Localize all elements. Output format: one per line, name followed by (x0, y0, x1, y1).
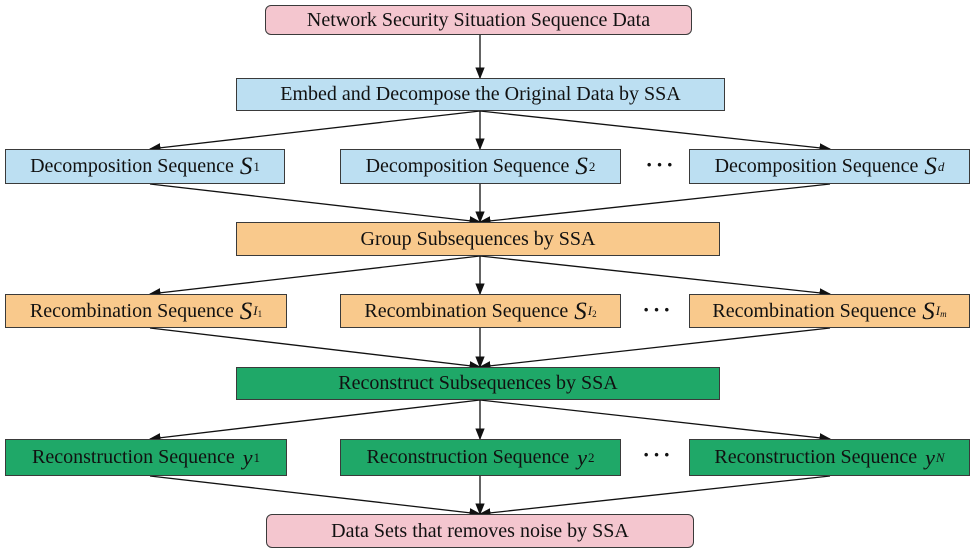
recombination-symbol: S (574, 297, 587, 325)
arrow-recon-1-to-bottom (149, 475, 482, 518)
reconstruction-symbol: y (242, 444, 253, 470)
reconstruction-subscript: 1 (253, 449, 260, 465)
decomposition-subscript: 1 (253, 158, 260, 174)
arrow-embed-to-decomp-1 (148, 110, 481, 153)
denoised-data-box: Data Sets that removes noise by SSA (266, 514, 694, 548)
reconstruction-label: Reconstruction Sequence (366, 446, 570, 468)
reconstruction-subscript: N (935, 449, 945, 465)
reconstruct-subsequences-label: Reconstruct Subsequences by SSA (338, 372, 618, 394)
recombination-ellipsis: ··· (642, 297, 674, 322)
arrow-decomp-1-to-group (149, 183, 482, 226)
arrow-group-to-recomb-m (479, 255, 832, 298)
denoised-data-label: Data Sets that removes noise by SSA (331, 519, 629, 542)
reconstruction-subscript: 2 (587, 449, 595, 465)
group-subsequences-box: Group Subsequences by SSA (236, 222, 720, 256)
recombination-label: Recombination Sequence (712, 299, 917, 322)
reconstruction-symbol: y (925, 444, 935, 470)
arrow-reconstruct-to-recon-n (479, 399, 832, 443)
recombination-label: Recombination Sequence (364, 299, 569, 322)
embed-decompose-label: Embed and Decompose the Original Data by… (280, 83, 681, 105)
decomposition-symbol: S (575, 153, 588, 180)
decomposition-subscript: 2 (588, 158, 596, 174)
arrow-recon-n-to-bottom (478, 475, 831, 518)
recombination-symbol: S (922, 297, 935, 325)
reconstruction-symbol: y (577, 444, 587, 470)
decomposition-label: Decomposition Sequence (30, 155, 234, 177)
reconstruct-subsequences-box: Reconstruct Subsequences by SSA (236, 367, 720, 400)
decomposition-ellipsis: ··· (645, 152, 677, 177)
decomposition-label: Decomposition Sequence (714, 155, 919, 177)
decomposition-symbol: S (239, 153, 253, 180)
reconstruction-label: Reconstruction Sequence (714, 446, 918, 468)
source-data-label: Network Security Situation Sequence Data (306, 8, 651, 31)
arrow-decomp-d-to-group (478, 183, 831, 226)
arrow-recomb-1-to-reconstruct (149, 327, 482, 371)
decomposition-symbol: S (924, 153, 937, 180)
recombination-symbol: S (239, 297, 253, 325)
arrow-reconstruct-to-recon-1 (148, 399, 481, 443)
group-subsequences-label: Group Subsequences by SSA (360, 227, 596, 250)
arrow-group-to-recomb-1 (148, 255, 481, 298)
arrow-recomb-m-to-reconstruct (478, 327, 831, 371)
decomposition-label: Decomposition Sequence (365, 155, 570, 177)
reconstruction-label: Reconstruction Sequence (32, 446, 235, 468)
reconstruction-ellipsis: ··· (642, 442, 674, 467)
source-data-box: Network Security Situation Sequence Data (265, 5, 692, 35)
recombination-subscript: I1 (253, 303, 263, 319)
decomposition-subscript: d (937, 158, 945, 174)
arrow-embed-to-decomp-d (479, 110, 832, 153)
recombination-subscript: I2 (587, 303, 597, 319)
embed-decompose-box: Embed and Decompose the Original Data by… (236, 78, 725, 111)
recombination-label: Recombination Sequence (29, 299, 234, 322)
recombination-subscript: Im (935, 303, 947, 319)
